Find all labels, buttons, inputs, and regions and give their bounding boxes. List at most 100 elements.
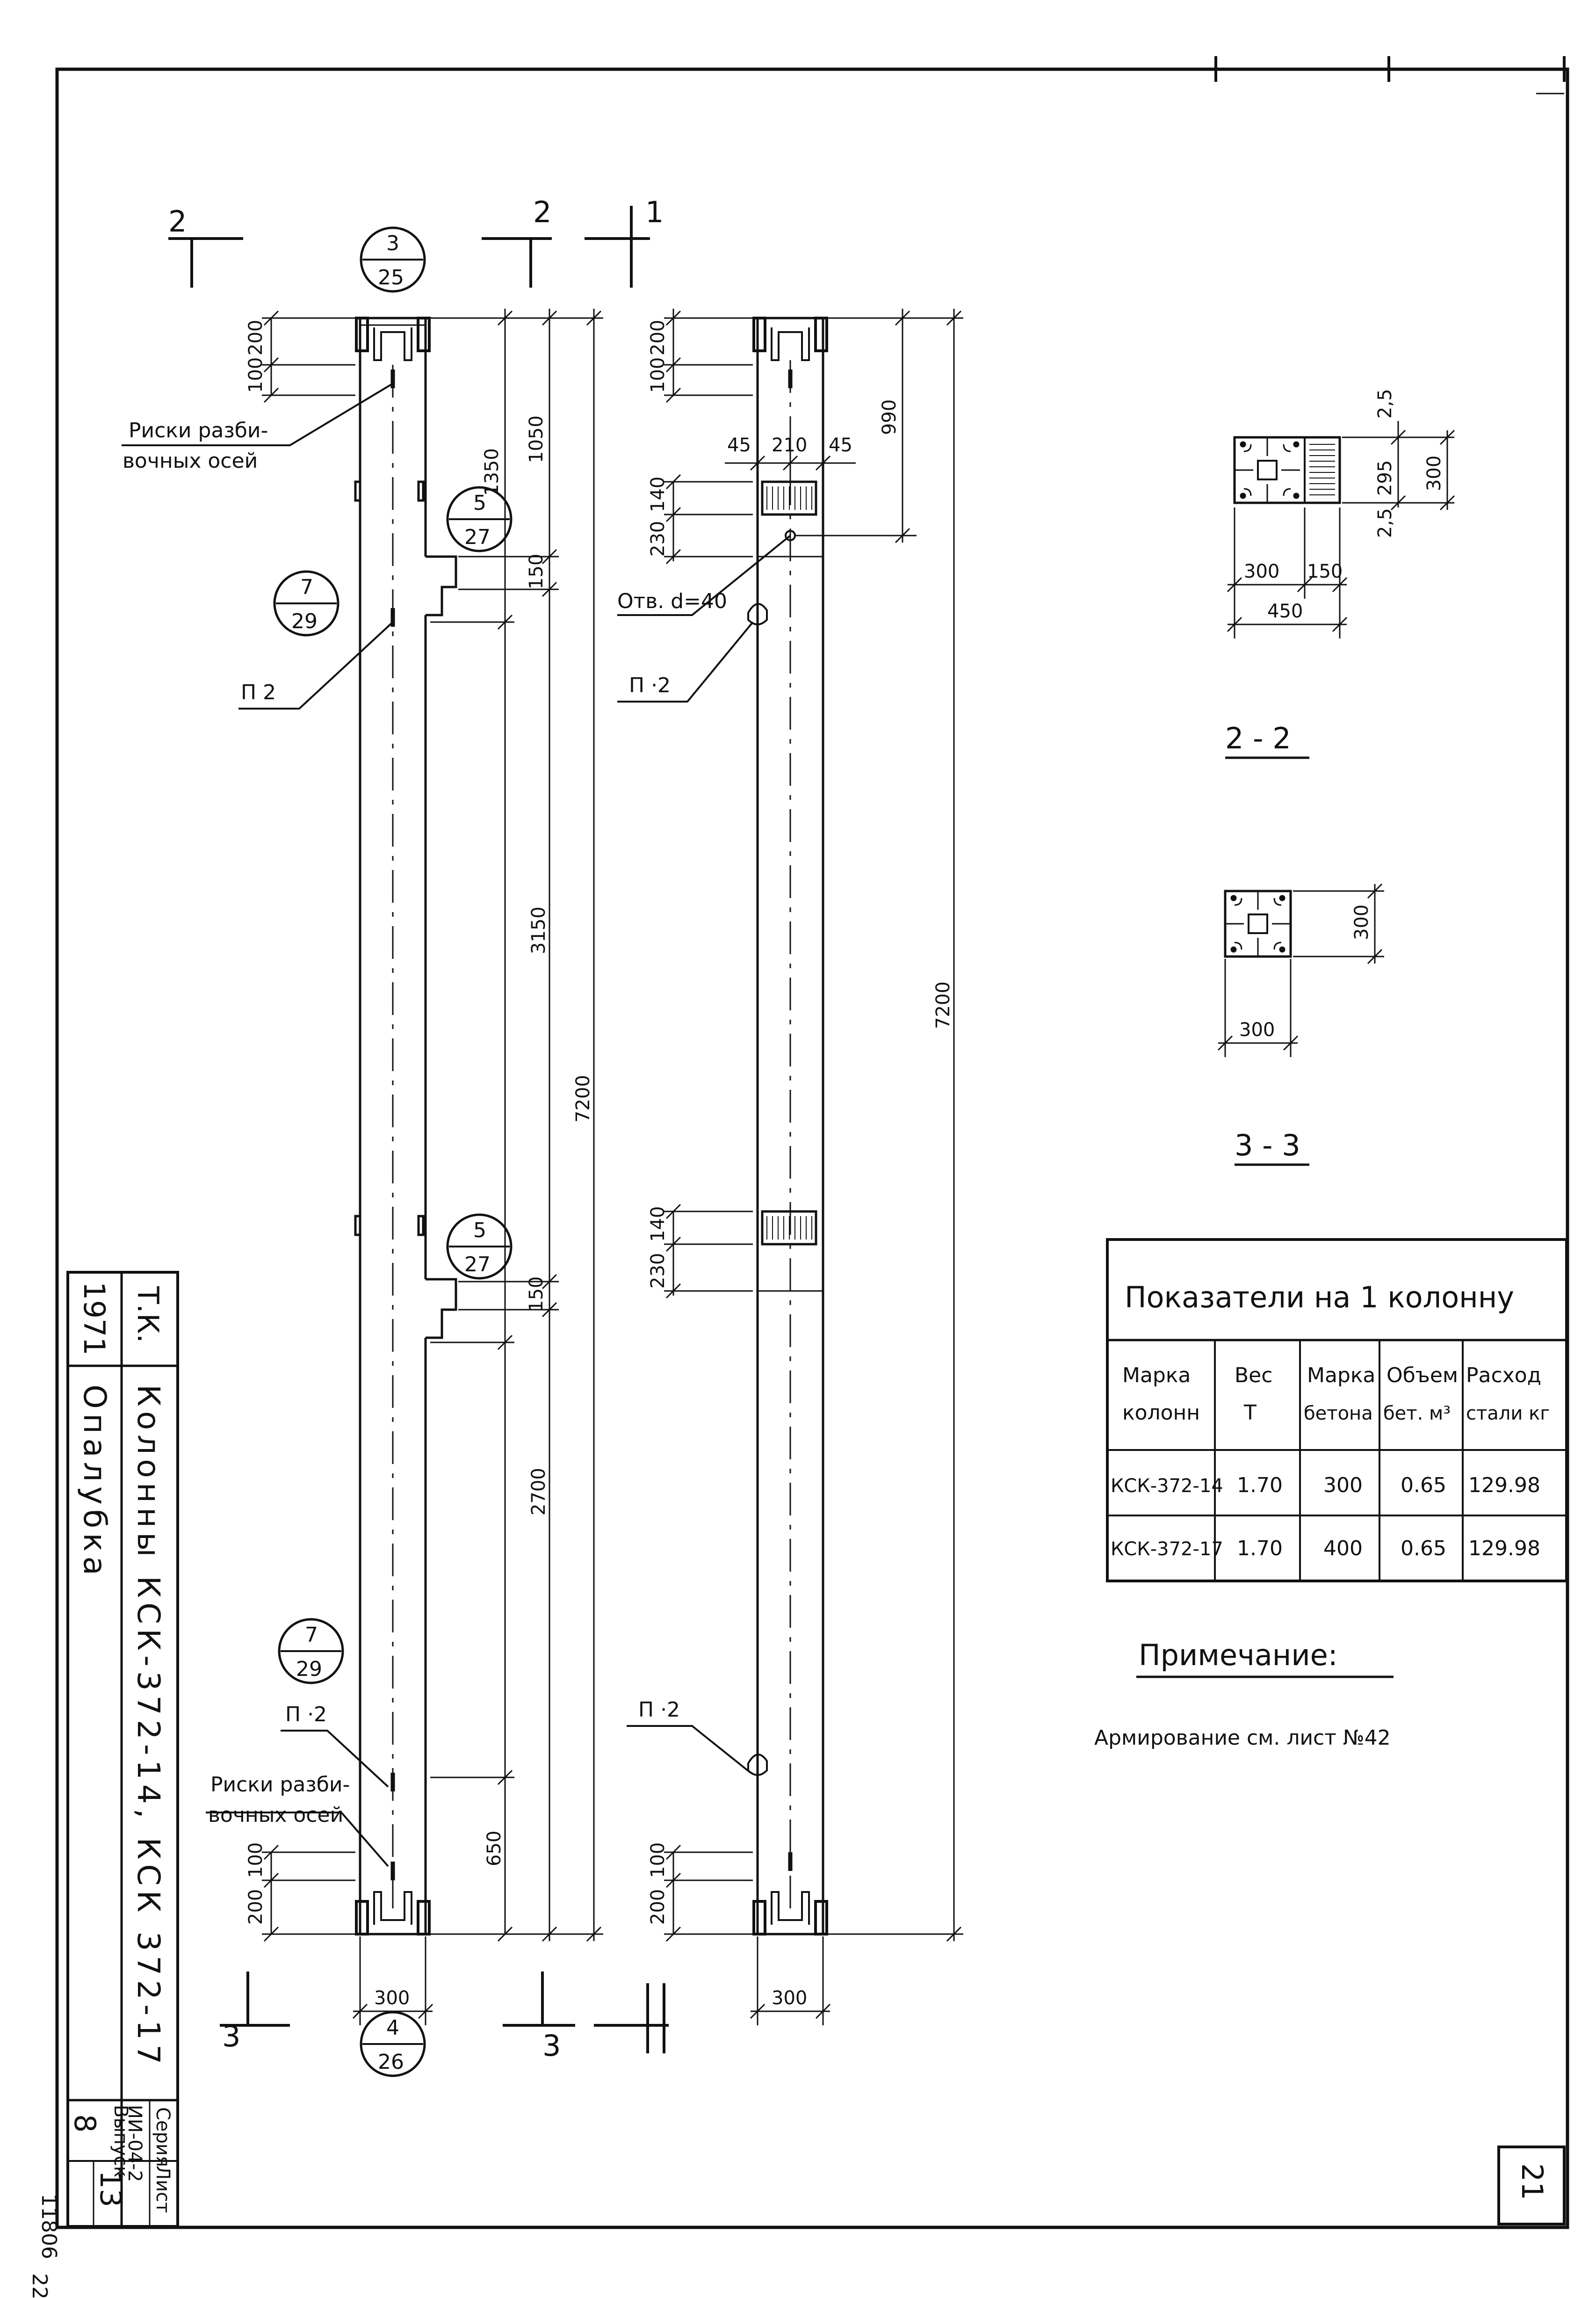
svg-text:25: 25 [378, 266, 404, 290]
table-header-weight-2: Т [1243, 1401, 1257, 1425]
section-mark-2-mid: 2 [533, 195, 551, 229]
stamp-list-label: Лист [152, 2166, 173, 2213]
s33-dim-300-v: 300 [1351, 905, 1372, 940]
svg-text:29: 29 [296, 1657, 322, 1681]
dim-200-top-left: 200 [245, 320, 267, 355]
right-dim-lines [430, 309, 603, 1942]
right-leaders [617, 535, 791, 1774]
label-riski-top-1: Риски разби- [129, 419, 268, 442]
note-title: Примечание: [1139, 1638, 1338, 1672]
left-dim-lines [262, 310, 433, 2025]
table-cell: 129.98 [1468, 1537, 1540, 1560]
stamp-vypusk: 8 [68, 2114, 102, 2132]
dim-210: 210 [772, 435, 807, 456]
table-header-concrete-1: Марка [1307, 1363, 1375, 1387]
stamp-seria-label: Серия [152, 2107, 173, 2167]
table-header-steel-1: Расход [1466, 1363, 1541, 1387]
table-header-weight-1: Вес [1235, 1363, 1272, 1387]
s22-dim-2-5-a: 2,5 [1374, 389, 1396, 419]
stamp-title: Колонны КСК-372-14, КСК 372-17 [130, 1385, 166, 2069]
right-column-elevation [747, 317, 828, 1936]
section-3-3-title: 3 - 3 [1235, 1128, 1300, 1162]
dim-200-top-right: 200 [647, 320, 669, 355]
label-p2-right-bottom: П ·2 [638, 1698, 680, 1722]
dim-200-bot-right: 200 [647, 1889, 669, 1925]
svg-text:7: 7 [305, 1623, 318, 1647]
section-mark-3-mid: 3 [542, 2029, 561, 2063]
stamp-org: Т.К. [131, 1286, 165, 1343]
callout-5-27-a: 5 27 [446, 486, 513, 552]
svg-text:7: 7 [300, 575, 313, 599]
table-cell: КСК-372-17 [1111, 1538, 1223, 1560]
dim-990: 990 [879, 399, 900, 435]
label-p2-left-top: П 2 [241, 681, 276, 704]
dim-230-a: 230 [647, 521, 669, 557]
dim-100-top-left: 100 [245, 357, 267, 393]
s33-dim-300-h: 300 [1239, 1019, 1275, 1041]
callout-7-29-a: 7 29 [273, 570, 339, 637]
s22-dim-150: 150 [1307, 561, 1343, 582]
title-block [66, 1271, 179, 2228]
stamp-subtitle: Опалубка [77, 1385, 113, 1580]
dim-100-top-right: 100 [647, 357, 669, 393]
callout-5-27-b: 5 27 [446, 1213, 513, 1280]
stamp-list: 13 [94, 2170, 128, 2207]
dim-150-a: 150 [526, 554, 547, 589]
dim-230-b: 230 [647, 1253, 669, 1289]
page-number-box [1497, 2146, 1566, 2226]
dim-3150: 3150 [528, 906, 549, 954]
s22-dim-300-h: 300 [1244, 561, 1279, 582]
callout-3-25: 3 25 [360, 226, 426, 293]
dim-2700: 2700 [528, 1468, 549, 1515]
table-cell: 0.65 [1401, 1473, 1446, 1497]
dim-100-bot-right: 100 [647, 1842, 669, 1878]
svg-text:5: 5 [473, 491, 486, 515]
svg-text:27: 27 [464, 525, 491, 549]
table-header-mark-1: Марка [1122, 1363, 1191, 1387]
section-mark-lines [168, 206, 669, 2053]
section-2-2-title: 2 - 2 [1225, 721, 1291, 755]
table-cell: 129.98 [1468, 1473, 1540, 1497]
table-cell: 300 [1323, 1473, 1363, 1497]
note-text: Армирование см. лист №42 [1094, 1726, 1391, 1750]
dim-45-a: 45 [727, 435, 751, 456]
label-p2-left-bottom: П ·2 [285, 1703, 327, 1726]
dim-7200-left: 7200 [572, 1075, 594, 1123]
label-riski-top-2: вочных осей [123, 449, 258, 473]
margin-number: 11806 [37, 2194, 61, 2259]
table-cell: 1.70 [1237, 1537, 1283, 1560]
svg-text:3: 3 [386, 232, 399, 255]
indicators-table [1106, 1238, 1568, 1582]
dim-140-a: 140 [647, 477, 669, 512]
label-hole: Отв. d=40 [617, 589, 727, 613]
stamp-seria: ИИ-04-2 [124, 2105, 145, 2182]
table-header-steel-2: стали кг [1466, 1403, 1550, 1424]
table-cell: 1.70 [1237, 1473, 1283, 1497]
svg-text:26: 26 [378, 2050, 404, 2074]
left-leaders [122, 383, 394, 1867]
label-p2-right-top: П ·2 [629, 674, 671, 697]
table-title: Показатели на 1 колонну [1125, 1280, 1514, 1314]
s22-dim-295: 295 [1374, 460, 1396, 496]
table-cell: 400 [1323, 1537, 1363, 1560]
dim-650: 650 [484, 1831, 505, 1866]
dim-140-b: 140 [647, 1206, 669, 1242]
table-header-concrete-2: бетона [1304, 1403, 1373, 1424]
table-cell: 0.65 [1401, 1537, 1446, 1560]
table-header-volume-1: Объем [1387, 1363, 1458, 1387]
dim-7200-right: 7200 [932, 981, 954, 1029]
page-number: 21 [1515, 2163, 1549, 2200]
s22-dim-300-v: 300 [1423, 456, 1445, 491]
dim-200-bot-left: 200 [245, 1889, 267, 1925]
sheet-frame [55, 56, 1569, 2229]
section-2-2-drawing [1227, 421, 1455, 638]
margin-number-small: 22 [28, 2273, 51, 2298]
svg-text:5: 5 [473, 1218, 486, 1242]
table-cell: КСК-372-14 [1111, 1475, 1223, 1497]
section-3-3-drawing [1217, 883, 1384, 1057]
dim-45-b: 45 [829, 435, 852, 456]
label-riski-bot-1: Риски разби- [210, 1773, 350, 1797]
dim-1050: 1050 [526, 415, 547, 463]
dim-300-bot-right: 300 [772, 1987, 807, 2009]
svg-text:4: 4 [386, 2016, 399, 2040]
